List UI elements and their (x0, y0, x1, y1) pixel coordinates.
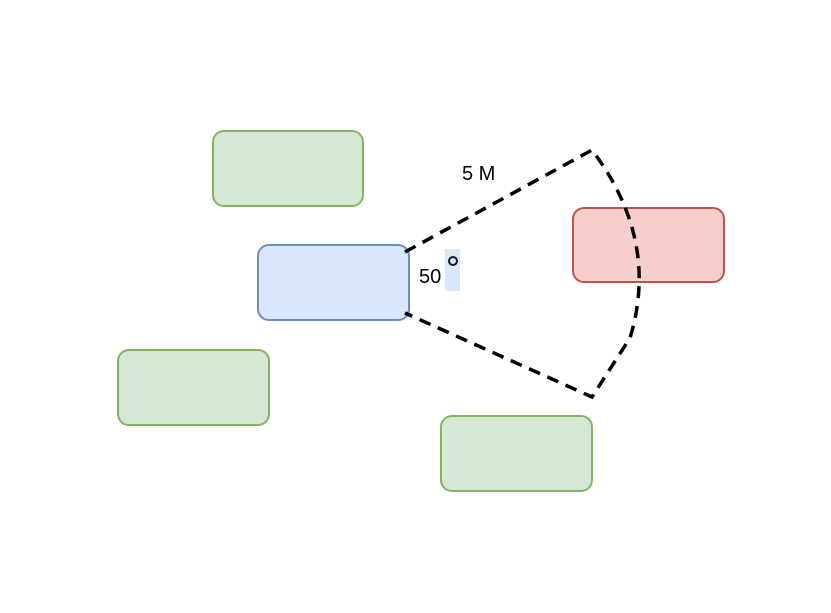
green-box-top-left[interactable] (212, 130, 364, 207)
green-box-bottom-left[interactable] (117, 349, 270, 426)
distance-label: 5 M (462, 163, 496, 185)
red-box-target[interactable] (572, 207, 725, 283)
blue-box-origin[interactable] (257, 244, 410, 321)
angle-label: 50 (419, 266, 442, 288)
degree-symbol-text: ° (445, 249, 460, 261)
degree-symbol (448, 256, 458, 266)
green-box-bottom[interactable] (440, 415, 593, 492)
